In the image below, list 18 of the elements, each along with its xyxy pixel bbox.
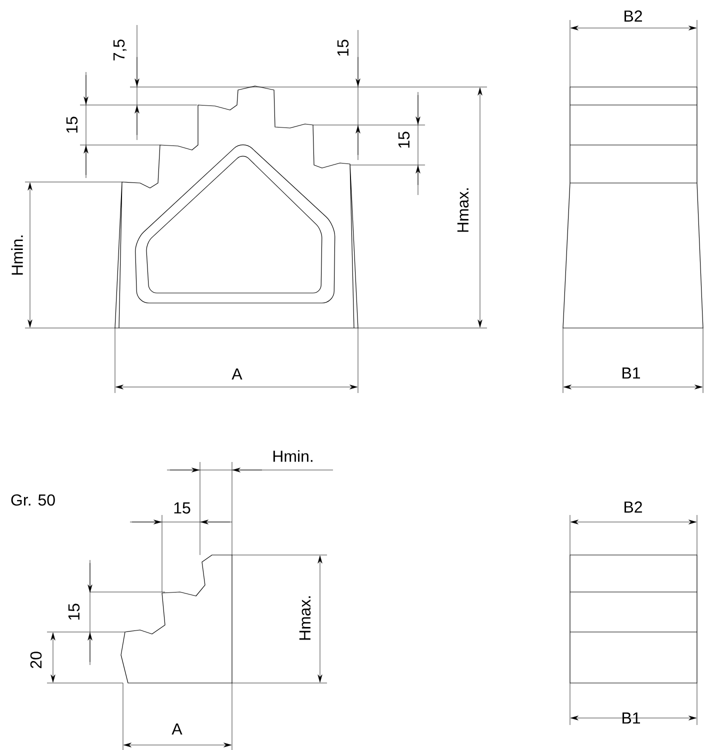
dimension-label: 15 — [337, 40, 349, 56]
dimension-label: A — [232, 368, 242, 380]
dimension-label: 15 — [66, 116, 78, 133]
dimension-label: B2 — [624, 501, 642, 513]
dimension-label: 15 — [398, 132, 410, 148]
dimension-label: 15 — [68, 604, 80, 620]
dimension-label: B1 — [622, 712, 640, 724]
dimension-label: B1 — [622, 368, 640, 378]
dimension-label: 20 — [30, 652, 42, 668]
dimension-label: Hmax. — [457, 188, 469, 232]
dimension-label: A — [172, 724, 182, 734]
dimension-label: B2 — [624, 10, 642, 22]
dimension-label: Hmin. — [11, 236, 23, 275]
dimension-label: Gr. 50 — [11, 494, 55, 506]
dimension-label: Hmax. — [299, 596, 311, 640]
dimension-label: Hmin. — [273, 450, 312, 462]
dimension-label: 15 — [174, 502, 190, 514]
dimension-label: 7,5 — [113, 40, 127, 60]
